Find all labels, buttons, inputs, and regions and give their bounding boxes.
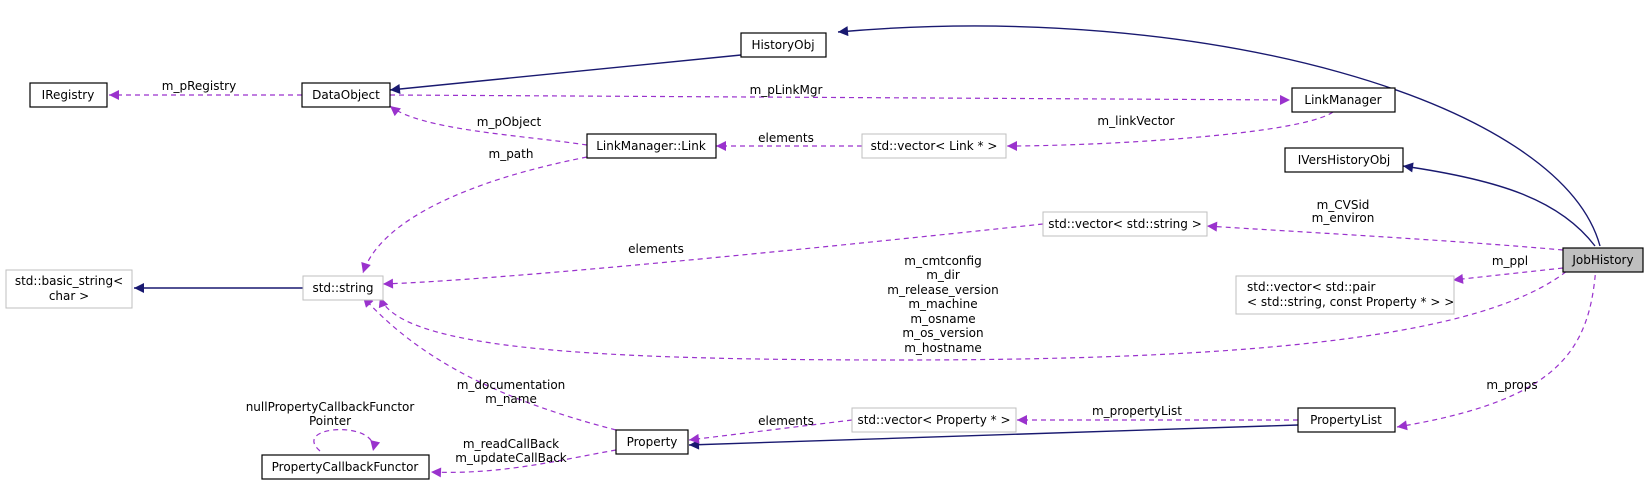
label-elements-string: elements <box>628 242 684 256</box>
node-vector-property[interactable]: std::vector< Property * > <box>851 407 1017 433</box>
node-jobhistory[interactable]: JobHistory <box>1562 247 1644 273</box>
label-m-cmtconfig: m_cmtconfig <box>904 254 981 268</box>
node-vector-string-label: std::vector< std::string > <box>1048 217 1202 231</box>
node-vector-link[interactable]: std::vector< Link * > <box>861 133 1007 159</box>
edge-jobhistory-vectorpair <box>1452 267 1564 284</box>
node-property-label: Property <box>627 435 678 449</box>
label-m-pobject: m_pObject <box>477 115 542 129</box>
edge-vectorproperty-property <box>688 419 853 444</box>
node-std-string[interactable]: std::string <box>302 275 384 301</box>
node-linkmanager-link[interactable]: LinkManager::Link <box>586 133 717 159</box>
node-basic-string[interactable]: std::basic_string< char > <box>5 269 133 309</box>
node-linkmanager-label: LinkManager <box>1304 93 1381 107</box>
edge-jobhistory-historyobj <box>837 25 1601 247</box>
label-m-documentation: m_documentation <box>457 378 566 392</box>
node-propertycallbackfunctor-label: PropertyCallbackFunctor <box>272 460 419 474</box>
label-m-environ: m_environ <box>1312 211 1375 225</box>
node-iregistry-label: IRegistry <box>42 88 95 102</box>
node-vector-property-label: std::vector< Property * > <box>857 413 1010 427</box>
edge-callbackfunctor-self <box>313 429 381 452</box>
edge-dataobject-linkmanager <box>389 94 1291 105</box>
node-linkmanager[interactable]: LinkManager <box>1291 87 1396 113</box>
node-basic-string-label-1: std::basic_string< <box>15 274 123 288</box>
label-m-machine: m_machine <box>908 297 977 311</box>
label-m-props: m_props <box>1486 378 1537 392</box>
node-iverhistoryobj[interactable]: IVersHistoryObj <box>1284 147 1404 173</box>
edge-propertylist-property <box>688 424 1299 450</box>
label-null-callback-1: nullPropertyCallbackFunctor <box>246 400 415 414</box>
edge-jobhistory-vectorstring <box>1206 221 1564 251</box>
label-m-plinkmgr: m_pLinkMgr <box>750 83 823 97</box>
edge-jobhistory-string <box>378 265 1574 361</box>
label-null-callback-2: Pointer <box>309 414 351 428</box>
label-m-name: m_name <box>485 392 537 406</box>
node-historyobj-label: HistoryObj <box>751 38 814 52</box>
label-elements-property: elements <box>758 414 814 428</box>
node-propertycallbackfunctor[interactable]: PropertyCallbackFunctor <box>261 454 430 480</box>
node-dataobject[interactable]: DataObject <box>301 82 391 108</box>
node-vector-string[interactable]: std::vector< std::string > <box>1042 211 1208 237</box>
label-m-release-version: m_release_version <box>887 283 998 297</box>
node-basic-string-label-2: char > <box>49 289 89 303</box>
node-propertylist-label: PropertyList <box>1310 413 1382 427</box>
label-m-osname: m_osname <box>910 312 975 326</box>
edge-jobhistory-propertylist <box>1396 265 1597 431</box>
edge-vectorstring-string <box>382 223 1044 289</box>
label-elements-link: elements <box>758 131 814 145</box>
node-historyobj[interactable]: HistoryObj <box>740 32 827 58</box>
node-dataobject-label: DataObject <box>312 88 380 102</box>
label-m-hostname: m_hostname <box>904 341 982 355</box>
node-jobhistory-label: JobHistory <box>1571 253 1633 267</box>
label-m-linkvector: m_linkVector <box>1097 114 1174 128</box>
label-m-path: m_path <box>489 147 534 161</box>
node-vector-link-label: std::vector< Link * > <box>871 139 998 153</box>
label-m-cvsid: m_CVSid <box>1317 198 1370 212</box>
label-m-readcallback: m_readCallBack <box>463 437 559 451</box>
edge-property-callbackfunctor <box>430 449 617 478</box>
node-linkmanager-link-label: LinkManager::Link <box>596 139 706 153</box>
label-m-propertylist: m_propertyList <box>1092 404 1182 418</box>
node-vector-pair-label-2: < std::string, const Property * > > <box>1247 295 1454 309</box>
edge-property-string <box>362 296 617 431</box>
label-m-pregistry: m_pRegistry <box>162 79 236 93</box>
node-iregistry[interactable]: IRegistry <box>29 82 108 108</box>
node-iverhistoryobj-label: IVersHistoryObj <box>1298 153 1390 167</box>
label-m-dir: m_dir <box>926 268 960 282</box>
node-propertylist[interactable]: PropertyList <box>1297 407 1396 433</box>
edge-jobhistory-iverhistoryobj <box>1402 162 1596 247</box>
node-property[interactable]: Property <box>615 429 689 455</box>
edge-historyobj-dataobject <box>389 54 742 94</box>
label-m-updatecallback: m_updateCallBack <box>455 451 567 465</box>
edge-link-string <box>361 156 588 274</box>
label-m-ppl: m_ppl <box>1492 254 1528 268</box>
node-std-string-label: std::string <box>312 281 373 295</box>
label-m-os-version: m_os_version <box>902 326 983 340</box>
node-vector-pair[interactable]: std::vector< std::pair < std::string, co… <box>1235 275 1455 315</box>
node-vector-pair-label-1: std::vector< std::pair <box>1247 280 1376 294</box>
